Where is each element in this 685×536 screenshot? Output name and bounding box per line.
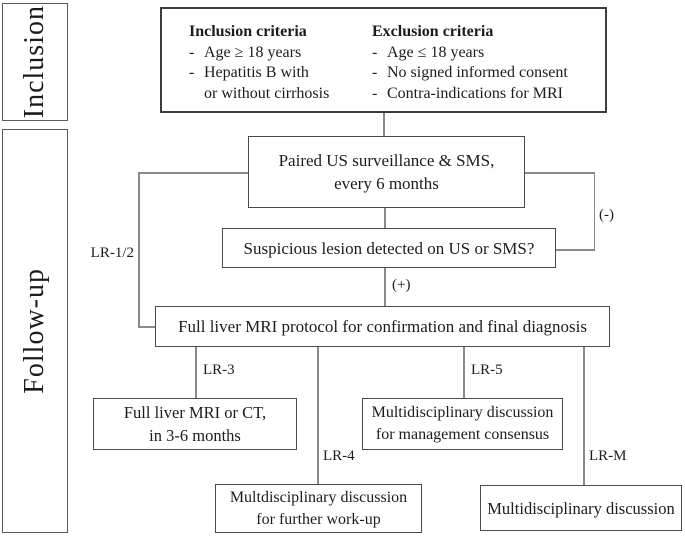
mri-or-ct-line2: in 3-6 months <box>149 426 241 445</box>
negative-result-label: (-) <box>599 207 614 223</box>
multidisciplinary-discussion-text: Multidisciplinary discussion <box>487 498 675 518</box>
criteria-box: Inclusion criteria - Age ≥ 18 years - He… <box>160 7 607 113</box>
bullet: - <box>372 84 378 102</box>
criteria-item: - Contra-indications for MRI <box>372 84 568 105</box>
exclusion-criteria-column: Exclusion criteria - Age ≤ 18 years - No… <box>372 22 568 104</box>
connector-negative-top <box>525 172 595 174</box>
further-workup-box: Multdisciplinary discussion for further … <box>215 484 422 533</box>
criteria-item-text: Age ≥ 18 years <box>204 43 302 61</box>
bullet: - <box>372 43 378 61</box>
exclusion-criteria-title: Exclusion criteria <box>372 23 494 40</box>
inclusion-phase-label: Inclusion <box>19 5 50 119</box>
criteria-item-text: No signed informed consent <box>387 64 568 81</box>
connector-negative-vertical <box>593 172 595 250</box>
criteria-item: or without cirrhosis <box>189 84 329 105</box>
multidisciplinary-discussion-box: Multidisciplinary discussion <box>480 485 682 531</box>
lrm-label: LR-M <box>589 448 627 464</box>
connector-negative-bottom <box>556 249 595 251</box>
criteria-item: - Age ≥ 18 years <box>189 43 329 64</box>
connector-criteria-to-surveillance <box>383 113 385 137</box>
inclusion-criteria-column: Inclusion criteria - Age ≥ 18 years - He… <box>189 22 329 104</box>
bullet: - <box>372 64 378 81</box>
connector-lr5 <box>463 347 465 398</box>
surveillance-box: Paired US surveillance & SMS, every 6 mo… <box>248 136 525 208</box>
connector-lr12-bottom <box>138 326 155 328</box>
suspicious-lesion-box: Suspicious lesion detected on US or SMS? <box>222 228 556 268</box>
inclusion-phase-box: Inclusion <box>2 3 68 121</box>
connector-lr12-vertical <box>138 172 140 327</box>
positive-result-label: (+) <box>392 277 411 293</box>
further-workup-line1: Multdisciplinary discussion <box>229 488 408 506</box>
lr5-label: LR-5 <box>471 362 503 378</box>
mri-protocol-box: Full liver MRI protocol for confirmation… <box>155 306 610 347</box>
criteria-item-text: or without cirrhosis <box>204 84 330 102</box>
surveillance-line1: Paired US surveillance & SMS, <box>278 151 495 170</box>
criteria-item-text: Hepatitis B with <box>204 64 309 81</box>
management-consensus-line1: Multidisciplinary discussion <box>371 404 554 421</box>
bullet: - <box>189 64 195 81</box>
criteria-item: - Hepatitis B with <box>189 63 329 84</box>
connector-surveillance-to-suspicious <box>384 208 386 228</box>
connector-lr12-top <box>138 172 248 174</box>
followup-phase-label: Follow-up <box>19 268 50 394</box>
management-consensus-box: Multidisciplinary discussion for managem… <box>362 398 563 450</box>
connector-lr3 <box>195 347 197 398</box>
criteria-item: - No signed informed consent <box>372 63 568 84</box>
bullet <box>189 84 204 105</box>
criteria-item: - Age ≤ 18 years <box>372 43 568 64</box>
suspicious-lesion-text: Suspicious lesion detected on US or SMS? <box>243 238 535 258</box>
followup-phase-box: Follow-up <box>2 129 68 533</box>
management-consensus-line2: for management consensus <box>375 426 550 443</box>
criteria-item-text: Contra-indications for MRI <box>387 84 563 102</box>
inclusion-criteria-title: Inclusion criteria <box>189 23 307 40</box>
further-workup-line2: for further work-up <box>256 510 381 528</box>
connector-lrm <box>583 347 585 485</box>
mri-or-ct-line1: Full liver MRI or CT, <box>123 403 267 422</box>
mri-protocol-text: Full liver MRI protocol for confirmation… <box>178 317 587 336</box>
connector-lr4 <box>317 347 319 484</box>
criteria-item-text: Age ≤ 18 years <box>387 43 485 61</box>
surveillance-line2: every 6 months <box>334 174 439 193</box>
lr12-label: LR-1/2 <box>90 245 134 261</box>
lr3-label: LR-3 <box>203 362 235 378</box>
bullet: - <box>189 43 195 61</box>
mri-or-ct-box: Full liver MRI or CT, in 3-6 months <box>93 398 297 450</box>
connector-suspicious-to-protocol <box>384 268 386 306</box>
lr4-label: LR-4 <box>323 448 355 464</box>
